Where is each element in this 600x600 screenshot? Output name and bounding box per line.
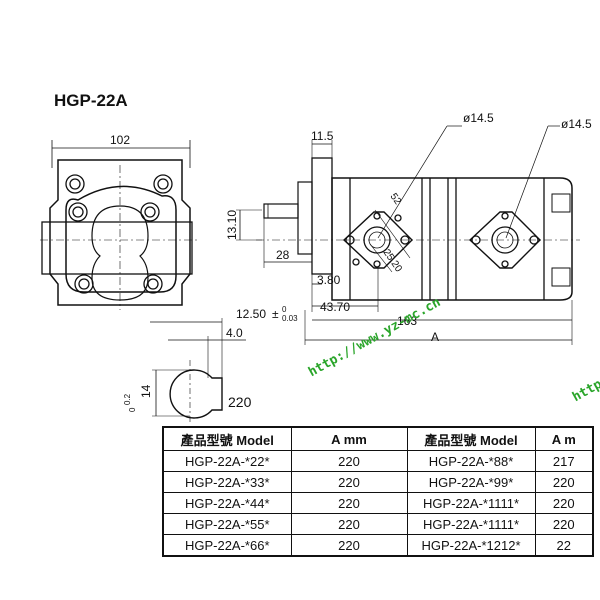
dim-102: 102 [110, 133, 130, 147]
cell: 220 [534, 492, 594, 514]
cell: 217 [534, 450, 594, 472]
cell: HGP-22A-*44* [162, 492, 292, 514]
cell: 220 [534, 471, 594, 493]
dim-13-10: 13.10 [225, 210, 239, 240]
cell: 220 [290, 513, 408, 535]
cell: 220 [290, 471, 408, 493]
cell: 220 [290, 450, 408, 472]
header-a-mm-2: A m [534, 426, 594, 451]
cell: HGP-22A-*22* [162, 450, 292, 472]
model-table: 產品型號 Model A mm 產品型號 Model A m HGP-22A-*… [162, 426, 594, 557]
side-view [256, 125, 580, 345]
table-row: HGP-22A-*33* 220 HGP-22A-*99* 220 [162, 471, 594, 493]
cell: HGP-22A-*55* [162, 513, 292, 535]
cell: 22 [534, 534, 594, 557]
dim-11-5: 11.5 [311, 129, 334, 143]
shaft-section [150, 318, 246, 424]
front-view [40, 140, 262, 310]
header-a-mm-1: A mm [290, 426, 408, 451]
cell: HGP-22A-*88* [406, 450, 536, 472]
dim-14-tol-lower: 0.2 [123, 393, 132, 405]
dim-4-0: 4.0 [226, 326, 243, 340]
cell: HGP-22A-*1111* [406, 513, 536, 535]
label-220: 220 [228, 394, 252, 410]
cell: HGP-22A-*66* [162, 534, 292, 557]
dim-dia-left: ø14.5 [463, 111, 494, 125]
cell: 220 [534, 513, 594, 535]
table-row: HGP-22A-*44* 220 HGP-22A-*1111* 220 [162, 492, 594, 514]
dim-28: 28 [276, 248, 290, 262]
dim-12-50-tol-lower: 0.03 [282, 314, 298, 323]
dim-14: 14 [139, 384, 153, 398]
cell: HGP-22A-*1111* [406, 492, 536, 514]
dim-14-tol-upper: 0 [128, 407, 137, 412]
dim-12-50: 12.50 [236, 307, 266, 321]
dim-A: A [431, 330, 439, 344]
cell: HGP-22A-*99* [406, 471, 536, 493]
cell: HGP-22A-*33* [162, 471, 292, 493]
dim-12-50-tol-upper: 0 [282, 305, 287, 314]
drawing-title: HGP-22A [54, 91, 128, 110]
dim-12-50-pm: ± [272, 307, 279, 321]
cell: 220 [290, 534, 408, 557]
cell: 220 [290, 492, 408, 514]
dim-52: 52 [388, 191, 404, 207]
cell: HGP-22A-*1212* [406, 534, 536, 557]
dim-3-80: 3.80 [317, 273, 341, 287]
dim-43-70: 43.70 [320, 300, 350, 314]
dim-dia-right: ø14.5 [561, 117, 592, 131]
table-row: HGP-22A-*66* 220 HGP-22A-*1212* 22 [162, 534, 594, 557]
table-row: HGP-22A-*22* 220 HGP-22A-*88* 217 [162, 450, 594, 472]
table-header-row: 產品型號 Model A mm 產品型號 Model A m [162, 426, 594, 451]
header-model-2: 產品型號 Model [406, 426, 536, 451]
header-model-1: 產品型號 Model [162, 426, 292, 451]
table-row: HGP-22A-*55* 220 HGP-22A-*1111* 220 [162, 513, 594, 535]
dim-163: 163 [397, 314, 417, 328]
